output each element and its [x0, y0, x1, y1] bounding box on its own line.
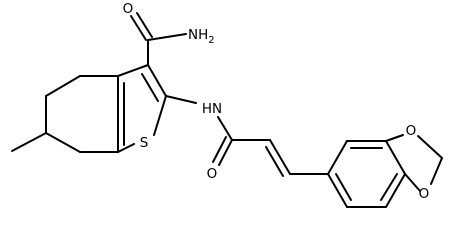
atom-label-amide-nh2-subscript: 2	[208, 35, 214, 46]
bond-carbonyl-o-1	[130, 15, 147, 41]
atom-label-thiophene-s: S	[140, 135, 149, 151]
bond-c2-nh	[165, 95, 197, 104]
bond-thiophene-c3-c2	[147, 64, 167, 97]
bond-benzene-6-inner	[335, 173, 352, 201]
atom-label-amide-nh: NH	[188, 27, 208, 43]
bond-benzene-4-inner	[380, 173, 398, 201]
bond-alkene-inner	[265, 146, 284, 177]
bond-layer	[11, 12, 443, 208]
bond-dioxole-lower-1	[404, 173, 421, 192]
bond-dioxole-upper-2	[417, 135, 443, 159]
atom-label-dioxole-o-upper: O	[406, 123, 417, 139]
bond-nh-carbonyl	[217, 116, 233, 141]
bond-thiophene-c3a-c3	[117, 64, 149, 77]
bond-benzene-3	[385, 140, 406, 175]
bond-thiophene-s-c7a	[117, 143, 135, 153]
bond-benzene-1	[327, 140, 348, 175]
atom-label-layer: O NH2 S HN O O O	[123, 1, 430, 202]
bond-thiophene-c2-s	[153, 95, 167, 136]
bond-carbonyl-o-2	[136, 12, 153, 38]
bond-dioxole-upper-1	[385, 134, 404, 142]
bond-dioxole-lower-2	[430, 157, 443, 185]
bond-ring6-lower-left	[45, 132, 81, 153]
bond-acyl-o-2	[212, 136, 227, 163]
bond-benzene-4	[385, 173, 406, 208]
bond-alkene	[269, 139, 291, 175]
bond-ring6-upper-left	[45, 75, 81, 97]
bond-methyl	[11, 132, 47, 152]
atom-label-amide-nh2: NH2	[188, 27, 215, 46]
atom-label-amine-nh: HN	[202, 101, 222, 117]
atom-label-acyl-o: O	[207, 166, 218, 182]
bond-benzene-6	[327, 173, 348, 208]
chemical-structure-diagram: O NH2 S HN O O O	[11, 1, 443, 208]
atom-label-amide-o: O	[123, 1, 134, 17]
bond-acyl-o-1	[218, 139, 233, 166]
atom-label-dioxole-o-lower: O	[419, 186, 430, 202]
bond-carbonyl-n	[147, 33, 187, 41]
bond-thiophene-c3-c2-inner	[141, 73, 159, 102]
